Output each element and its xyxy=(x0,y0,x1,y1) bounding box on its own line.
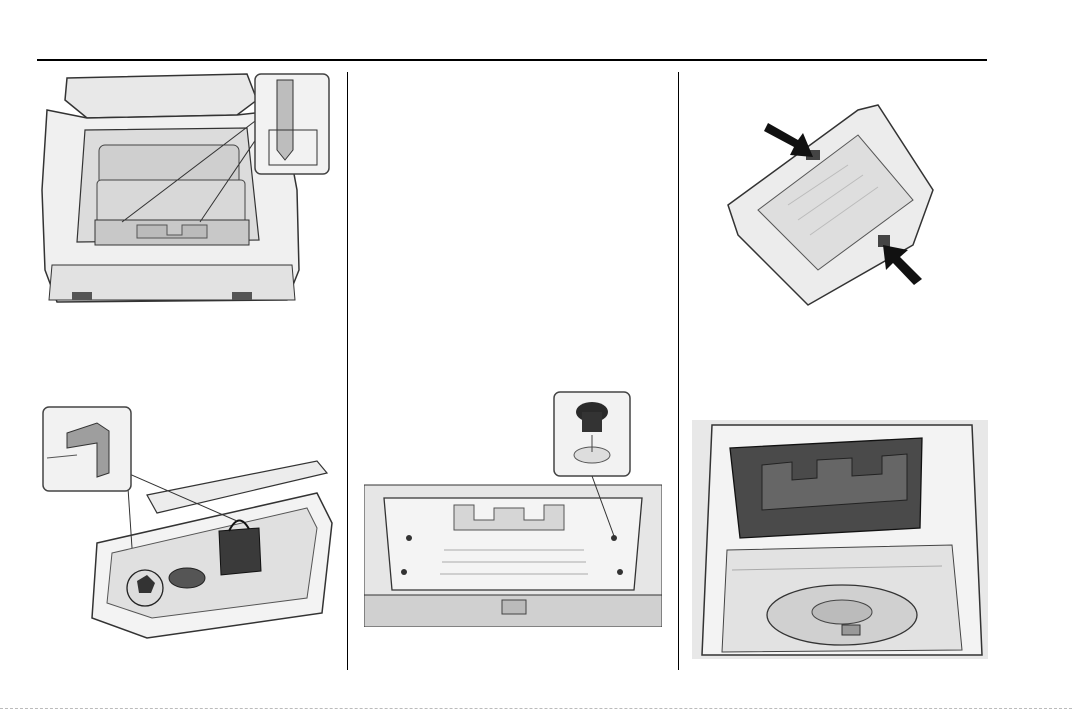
column-divider-2 xyxy=(678,72,679,670)
cargo-tray-items-figure xyxy=(37,403,333,640)
page-bottom-edge xyxy=(0,708,1072,709)
tray-spare-tire-illustration xyxy=(692,420,988,659)
underfloor-tray-figure xyxy=(364,390,662,627)
tray-spare-tire-figure xyxy=(692,420,988,659)
tray-latches-illustration xyxy=(718,95,944,315)
cargo-tray-items-illustration xyxy=(37,403,333,640)
header-rule xyxy=(37,59,987,61)
suv-rear-illustration xyxy=(37,70,333,308)
column-divider-1 xyxy=(347,72,348,670)
tray-latches-figure xyxy=(718,95,944,315)
underfloor-tray-illustration xyxy=(364,390,662,627)
liftgate-open-figure xyxy=(37,70,333,308)
